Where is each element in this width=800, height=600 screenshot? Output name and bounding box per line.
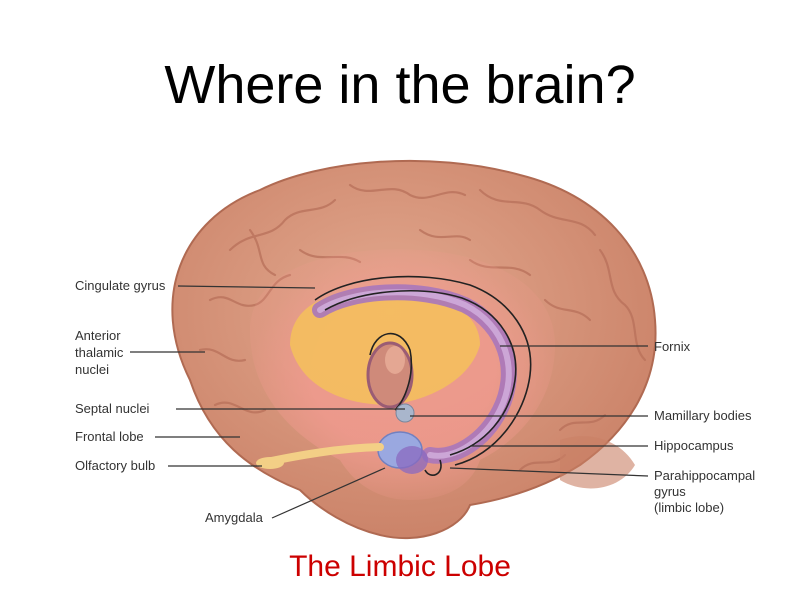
label-hippocampus: Hippocampus [654,438,734,453]
label-mamillary-bodies: Mamillary bodies [654,408,752,423]
label-cingulate-gyrus: Cingulate gyrus [75,278,166,293]
label-parahippocampal-3: (limbic lobe) [654,500,724,515]
label-amygdala: Amygdala [205,510,264,525]
circuit-paths [314,275,532,476]
slide-caption: The Limbic Lobe [289,550,511,583]
label-frontal-lobe: Frontal lobe [75,429,144,444]
label-septal-nuclei: Septal nuclei [75,401,150,416]
label-olfactory-bulb: Olfactory bulb [75,458,155,473]
olfactory-bulb-shape [256,457,284,469]
label-fornix: Fornix [654,339,691,354]
label-lines [130,285,649,519]
label-anterior-thalamic-2: thalamic [75,345,124,360]
label-parahippocampal-1: Parahippocampal [654,468,755,483]
label-anterior-thalamic-3: nuclei [75,362,109,377]
label-anterior-thalamic-1: Anterior [75,328,121,343]
label-parahippocampal-2: gyrus [654,484,686,499]
slide-title: Where in the brain? [164,55,636,115]
septal-nucleus [395,403,415,423]
cortex-gyri [198,183,647,472]
